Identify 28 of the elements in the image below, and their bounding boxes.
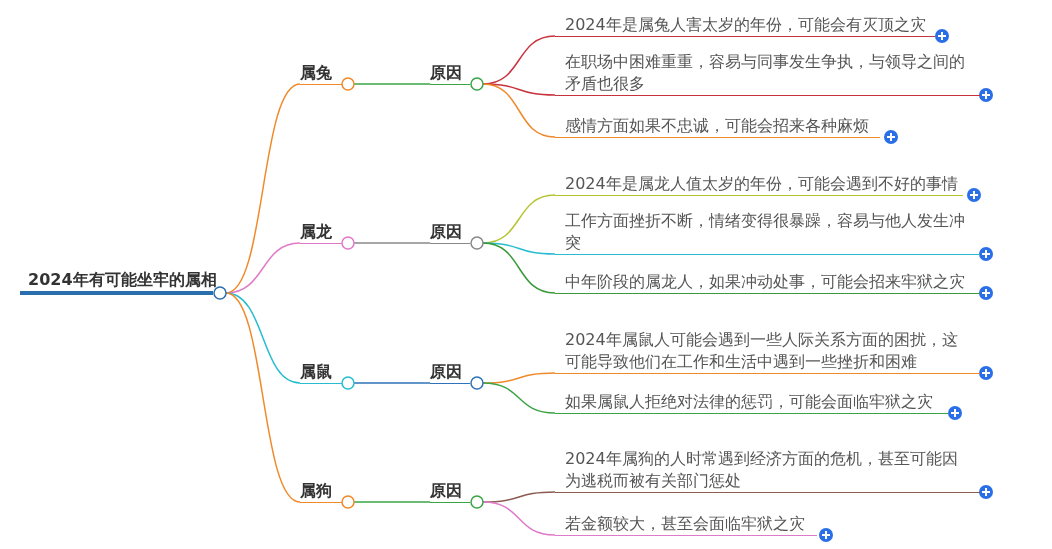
connector [353,382,431,384]
connector [225,292,301,384]
reason-topic: 感情方面如果不忠诚，可能会招来各种麻烦 [555,115,880,138]
connector [482,83,556,138]
connector [353,83,431,85]
connector [482,242,556,294]
reason-topic: 在职场中困难重重，容易与同事发生争执，与领导之间的矛盾也很多 [555,51,980,96]
branch-topic: 属龙 [300,221,342,244]
connector [353,242,431,244]
reason-topic: 2024年是属龙人值太岁的年份，可能会遇到不好的事情 [555,173,963,196]
branch-topic: 属兔 [300,62,342,85]
connector [482,501,556,536]
reason-topic: 2024年属狗的人时常遇到经济方面的危机，甚至可能因为逃税而被有关部门惩处 [555,448,980,493]
branch-topic: 原因 [430,361,470,384]
reason-topic: 2024年是属兔人害太岁的年份，可能会有灭顶之灾 [555,14,935,37]
branch-topic: 原因 [430,480,470,503]
connector [353,501,431,503]
reason-topic: 中年阶段的属龙人，如果冲动处事，可能会招来牢狱之灾 [555,271,980,294]
branch-topic: 原因 [430,221,470,244]
reason-topic: 2024年属鼠人可能会遇到一些人际关系方面的困扰，这可能导致他们在工作和生活中遇到一些挫折和困难 [555,329,980,374]
connector [482,382,556,414]
reason-topic: 若金额较大，甚至会面临牢狱之灾 [555,513,817,536]
branch-topic: 属狗 [300,480,342,503]
reason-topic: 如果属鼠人拒绝对法律的惩罚，可能会面临牢狱之灾 [555,391,948,414]
reason-topic: 工作方面挫折不断，情绪变得很暴躁，容易与他人发生冲突 [555,210,980,255]
connector [225,292,301,503]
branch-topic: 原因 [430,62,470,85]
branch-topic: 属鼠 [300,361,342,384]
